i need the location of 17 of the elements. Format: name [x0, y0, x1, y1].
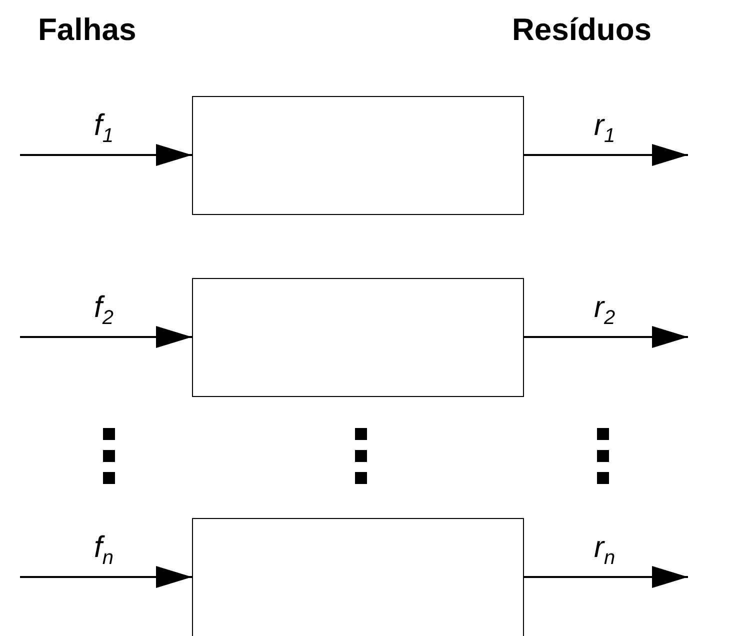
column-heading: Falhas [38, 12, 136, 48]
arrow [20, 326, 192, 348]
edge-label: r$_{1}$ [594, 111, 616, 146]
process-box [192, 278, 524, 397]
arrow [20, 144, 192, 166]
edge-label: r$_{2}$ [594, 293, 616, 328]
edge-label: r$_{n}$ [594, 533, 616, 568]
arrow [20, 566, 192, 588]
arrow [524, 144, 688, 166]
process-box [192, 518, 524, 636]
edge-label: f$_{1}$ [94, 111, 114, 146]
arrow [524, 326, 688, 348]
process-box [192, 96, 524, 215]
column-heading: Resíduos [512, 12, 652, 48]
arrow [524, 566, 688, 588]
edge-label: f$_{n}$ [94, 533, 114, 568]
edge-label: f$_{2}$ [94, 293, 114, 328]
